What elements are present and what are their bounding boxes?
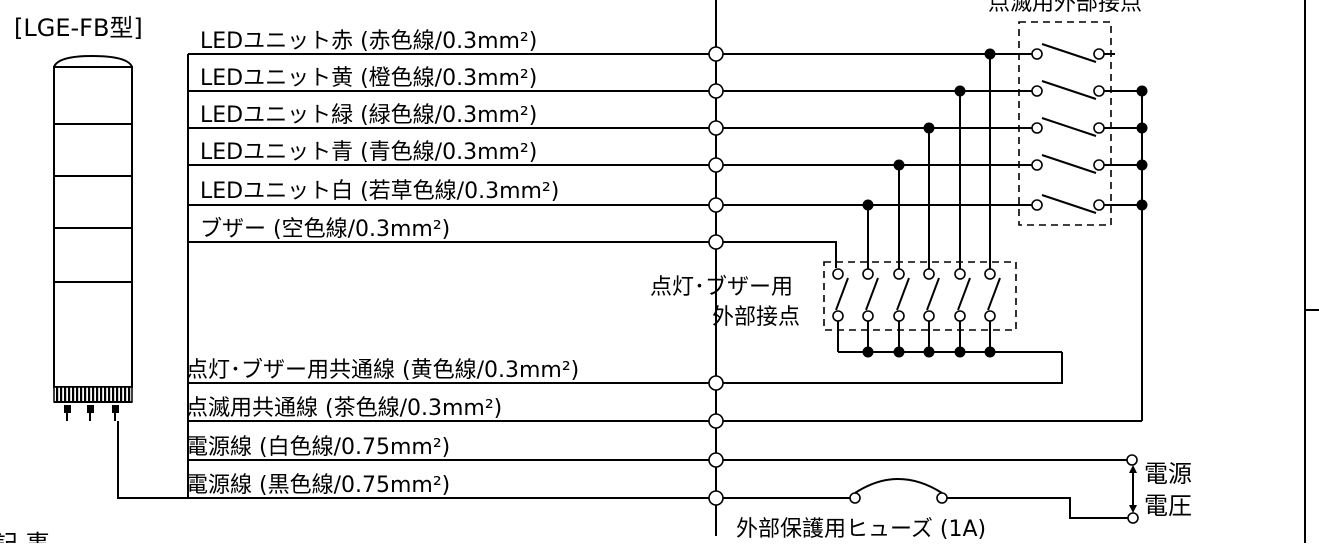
frame-edge [1304, 0, 1319, 543]
tower-grille [53, 386, 133, 403]
tower-terminals [64, 405, 119, 421]
wire-label-light-buzzer-common: 点灯･ブザー用共通線 (黄色線/0.3mm²) [186, 358, 579, 383]
fuse-label: 外部保護用ヒューズ (1A) [736, 517, 986, 542]
wire-label-green: LEDユニット緑 (緑色線/0.3mm²) [200, 103, 537, 128]
wire-label-red: LEDユニット赤 (赤色線/0.3mm²) [200, 29, 537, 54]
tower-cable [117, 421, 188, 499]
light-buzzer-label-line2: 外部接点 [712, 305, 800, 330]
wire-label-power-black: 電源線 (黒色線/0.75mm²) [186, 473, 450, 498]
fuse-terminal-left [849, 492, 861, 504]
contact-drops [867, 54, 991, 270]
wire-label-power-white: 電源線 (白色線/0.75mm²) [186, 435, 450, 460]
wire-labels: LEDユニット赤 (赤色線/0.3mm²) LEDユニット黄 (橙色線/0.3m… [186, 29, 579, 498]
wire-lines [188, 53, 709, 499]
power-section: 電源 電圧 外部保護用ヒューズ (1A) [723, 454, 1192, 542]
light-buzzer-contact-block: 点灯･ブザー用 外部接点 [650, 261, 1063, 384]
flash-contact-block [723, 21, 1148, 422]
power-voltage-label-2: 電圧 [1144, 492, 1192, 520]
wire-label-white: LEDユニット白 (若草色線/0.3mm²) [200, 179, 559, 204]
notes-heading: 記 事 [0, 530, 50, 543]
wire-label-yellow: LEDユニット黄 (橙色線/0.3mm²) [200, 66, 537, 91]
flash-switch [1031, 43, 1105, 214]
wire-label-buzzer: ブザー (空色線/0.3mm²) [200, 217, 450, 242]
wire-label-flash-common: 点滅用共通線 (茶色線/0.3mm²) [186, 396, 502, 421]
output-wires [723, 53, 1032, 268]
light-buzzer-switch [832, 268, 1001, 322]
fuse-terminal-right [936, 492, 948, 504]
flash-contact-label: 点滅用外部接点 [988, 0, 1142, 16]
light-buzzer-label-line1: 点灯･ブザー用 [650, 275, 793, 300]
signal-tower [53, 54, 133, 421]
fuse-symbol [854, 478, 943, 494]
power-voltage-label-1: 電源 [1144, 460, 1192, 488]
model-label: [LGE-FB型] [14, 14, 143, 42]
wire-label-blue: LEDユニット青 (青色線/0.3mm²) [200, 140, 537, 165]
